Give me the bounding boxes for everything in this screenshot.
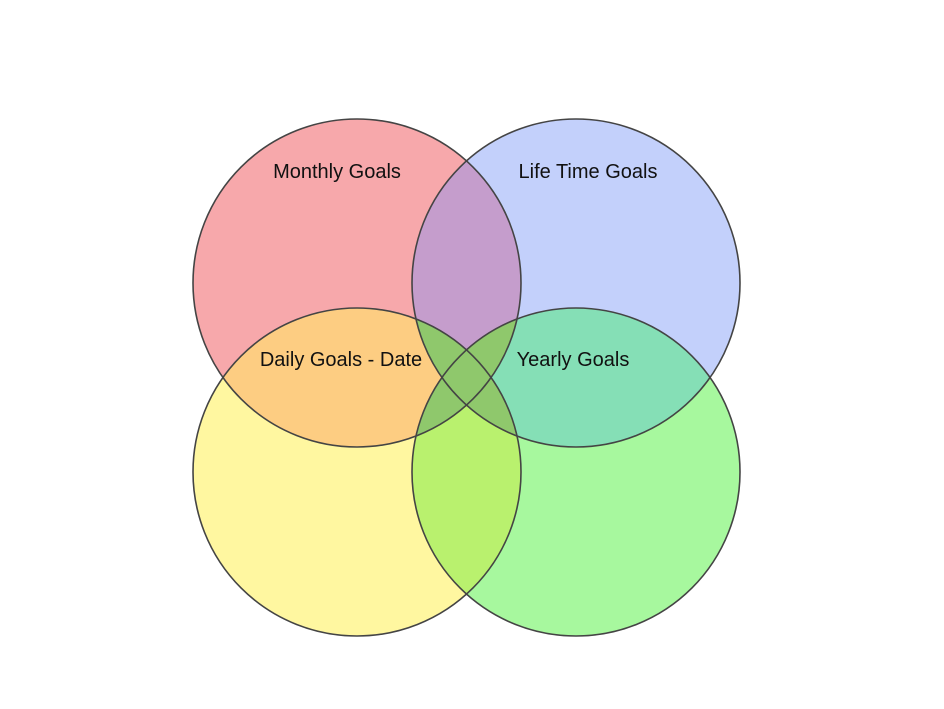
life-time-goals-label: Life Time Goals (519, 161, 658, 183)
daily-goals-label: Daily Goals - Date (260, 349, 422, 371)
yearly-goals-label: Yearly Goals (517, 349, 630, 371)
monthly-goals-outline (192, 118, 522, 448)
life-time-goals-outline (411, 118, 741, 448)
monthly-goals-label: Monthly Goals (273, 161, 401, 183)
yearly-goals-outline (411, 307, 741, 637)
circle-outlines (192, 118, 741, 637)
daily-goals-outline (192, 307, 522, 637)
